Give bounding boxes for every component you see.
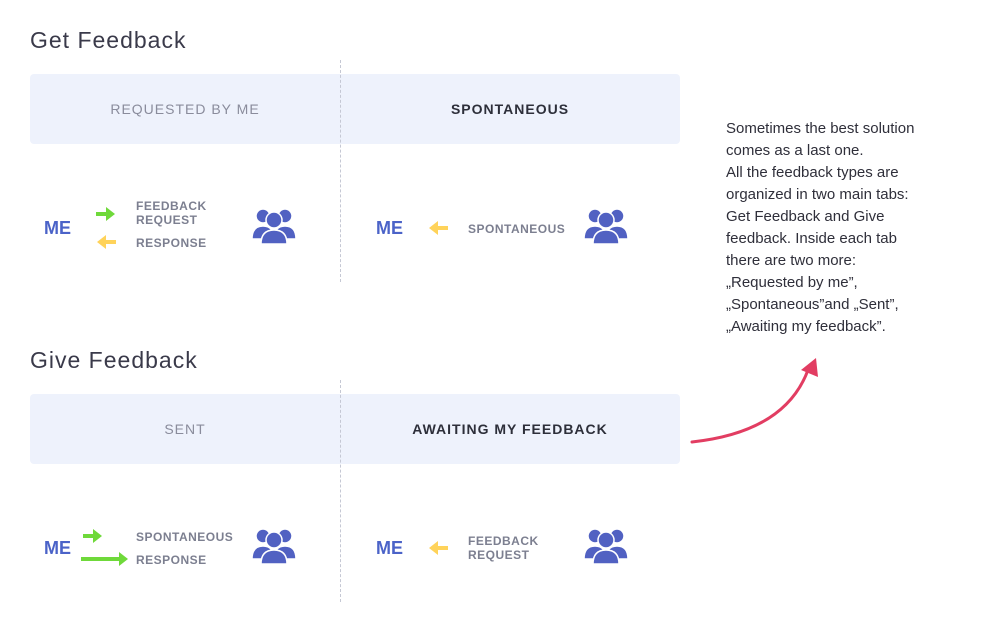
- right-arrow-icon: [83, 529, 102, 543]
- note-line: comes as a last one.: [726, 142, 864, 159]
- tab-spontaneous[interactable]: SPONTANEOUS: [450, 101, 570, 117]
- spontaneous-label: SPONTANEOUS: [468, 222, 566, 236]
- give-feedback-title: Give Feedback: [30, 347, 198, 373]
- people-group-icon: [583, 208, 629, 245]
- right-arrow-icon: [96, 207, 115, 221]
- note-line: „Spontaneous”and „Sent”,: [726, 296, 899, 313]
- get-feedback-tabbar: REQUESTED BY ME SPONTANEOUS: [30, 74, 680, 144]
- me-label: ME: [376, 538, 403, 558]
- note-line: Get Feedback and Give: [726, 208, 885, 225]
- tab-requested-by-me[interactable]: REQUESTED BY ME: [110, 101, 260, 117]
- tab-sent[interactable]: SENT: [164, 421, 206, 437]
- people-group-icon: [251, 528, 297, 565]
- spontaneous-label: SPONTANEOUS: [136, 530, 234, 544]
- curved-arrow-icon: [690, 358, 818, 444]
- note-line: All the feedback types are: [726, 164, 899, 181]
- get-feedback-divider: [340, 60, 341, 282]
- left-arrow-icon: [429, 541, 448, 555]
- give-feedback-tabbar: SENT AWAITING MY FEEDBACK: [30, 394, 680, 464]
- note-line: feedback. Inside each tab: [726, 230, 897, 247]
- get-feedback-title: Get Feedback: [30, 27, 187, 53]
- people-group-icon: [583, 528, 629, 565]
- me-label: ME: [44, 218, 71, 238]
- me-label: ME: [44, 538, 71, 558]
- note-line: organized in two main tabs:: [726, 186, 909, 203]
- response-label: RESPONSE: [136, 236, 207, 250]
- response-label: RESPONSE: [136, 553, 207, 567]
- give-feedback-divider: [340, 380, 341, 602]
- note-line: Sometimes the best solution: [726, 120, 915, 137]
- left-arrow-icon: [429, 221, 448, 235]
- feedback-request-label: FEEDBACK REQUEST: [136, 199, 207, 227]
- note-line: there are two more:: [726, 252, 857, 269]
- feedback-request-label: FEEDBACK REQUEST: [468, 534, 539, 562]
- people-group-icon: [251, 208, 297, 245]
- note-line: „Requested by me”,: [726, 274, 858, 291]
- tab-awaiting-my-feedback[interactable]: AWAITING MY FEEDBACK: [412, 421, 608, 437]
- explanation-note: Sometimes the best solution comes as a l…: [726, 118, 976, 338]
- note-line: „Awaiting my feedback”.: [726, 318, 886, 335]
- right-arrow-icon: [81, 552, 128, 566]
- me-label: ME: [376, 218, 403, 238]
- left-arrow-icon: [97, 235, 116, 249]
